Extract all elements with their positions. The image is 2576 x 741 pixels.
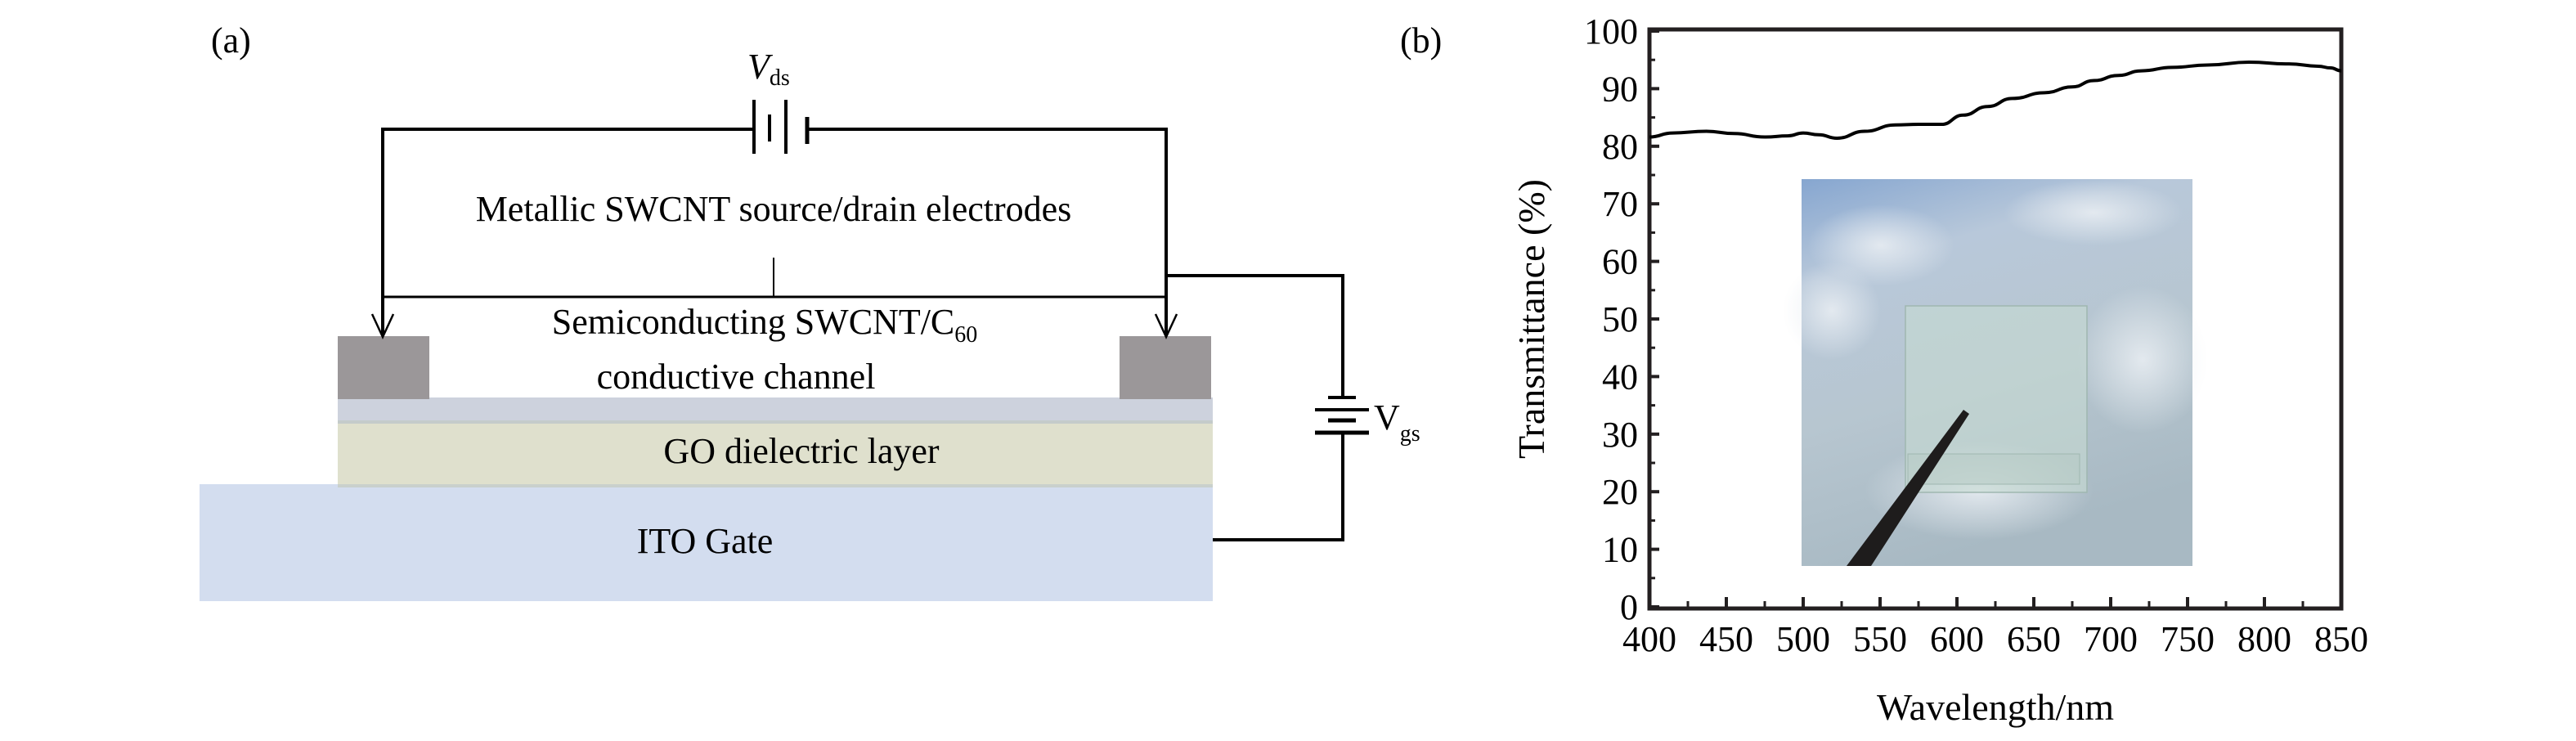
x-tick-label: 600: [1930, 619, 1984, 659]
x-tick-label: 700: [2084, 619, 2138, 659]
axis-ticks: [1648, 29, 2343, 609]
vgs-circuit: [1166, 274, 1344, 541]
y-tick-label: 20: [1602, 472, 1638, 512]
inset-photo: [1783, 179, 2208, 566]
y-tick-label: 90: [1602, 69, 1638, 109]
go-dielectric-layer: [338, 421, 1213, 487]
x-tick-label: 800: [2237, 619, 2291, 659]
x-axis-label: Wavelength/nm: [1877, 686, 2114, 728]
panel-b-label: (b): [1400, 20, 1442, 61]
y-tick-label: 50: [1602, 299, 1638, 339]
x-tick-label: 450: [1699, 619, 1753, 659]
tweezers-icon: [1847, 410, 1969, 566]
channel-layer-edge: [338, 420, 1213, 424]
vds-wire-right: [807, 128, 1168, 335]
electrodes-label: Metallic SWCNT source/drain electrodes: [476, 189, 1072, 229]
vds-label: Vds: [747, 47, 790, 91]
channel-label-line1: Semiconducting SWCNT/C60: [552, 302, 978, 348]
x-tick-label: 400: [1622, 619, 1676, 659]
x-tick-label: 650: [2007, 619, 2061, 659]
dielectric-label: GO dielectric layer: [663, 431, 940, 471]
go-layer-bottom-edge: [338, 484, 1213, 487]
cloud: [1783, 262, 1881, 360]
x-tick-label: 850: [2314, 619, 2368, 659]
x-tick-label: 750: [2161, 619, 2215, 659]
source-electrode: [338, 336, 429, 399]
vgs-wire-top: [1166, 274, 1344, 397]
y-tick-labels: 0 10 20 30 40 50 60 70 80 90 100: [1584, 11, 1638, 627]
x-tick-labels: 400 450 500 550 600 650 700 750 800 850: [1622, 619, 2368, 659]
x-tick-label: 550: [1853, 619, 1907, 659]
y-tick-label: 60: [1602, 242, 1638, 282]
vgs-label: Vgs: [1374, 397, 1420, 447]
vds-wire-left: [381, 128, 754, 335]
y-tick-label: 30: [1602, 415, 1638, 455]
channel-layer: [338, 397, 1213, 424]
y-tick-label: 70: [1602, 184, 1638, 224]
drain-arrow-icon: [1154, 313, 1178, 339]
source-arrow-icon: [370, 313, 395, 339]
y-tick-label: 100: [1584, 11, 1638, 52]
cloud: [2004, 180, 2183, 245]
channel-label-line2: conductive channel: [597, 357, 876, 397]
vds-battery-icon: [752, 100, 810, 154]
transmittance-curve: [1649, 61, 2342, 140]
y-tick-label: 40: [1602, 357, 1638, 397]
y-tick-label: 0: [1620, 587, 1638, 627]
vds-circuit: [370, 128, 1178, 339]
drain-electrode: [1120, 336, 1211, 399]
vgs-wire-bottom: [1213, 433, 1344, 541]
y-tick-label: 10: [1602, 530, 1638, 570]
ito-gate-layer: [200, 484, 1213, 601]
gate-label: ITO Gate: [637, 521, 774, 561]
cloud: [2077, 286, 2208, 433]
y-axis-label: Transmittance (%): [1510, 179, 1552, 459]
y-tick-label: 80: [1602, 127, 1638, 167]
x-tick-label: 500: [1776, 619, 1830, 659]
panel-a-label: (a): [211, 20, 251, 61]
vgs-battery-icon: [1315, 396, 1369, 435]
